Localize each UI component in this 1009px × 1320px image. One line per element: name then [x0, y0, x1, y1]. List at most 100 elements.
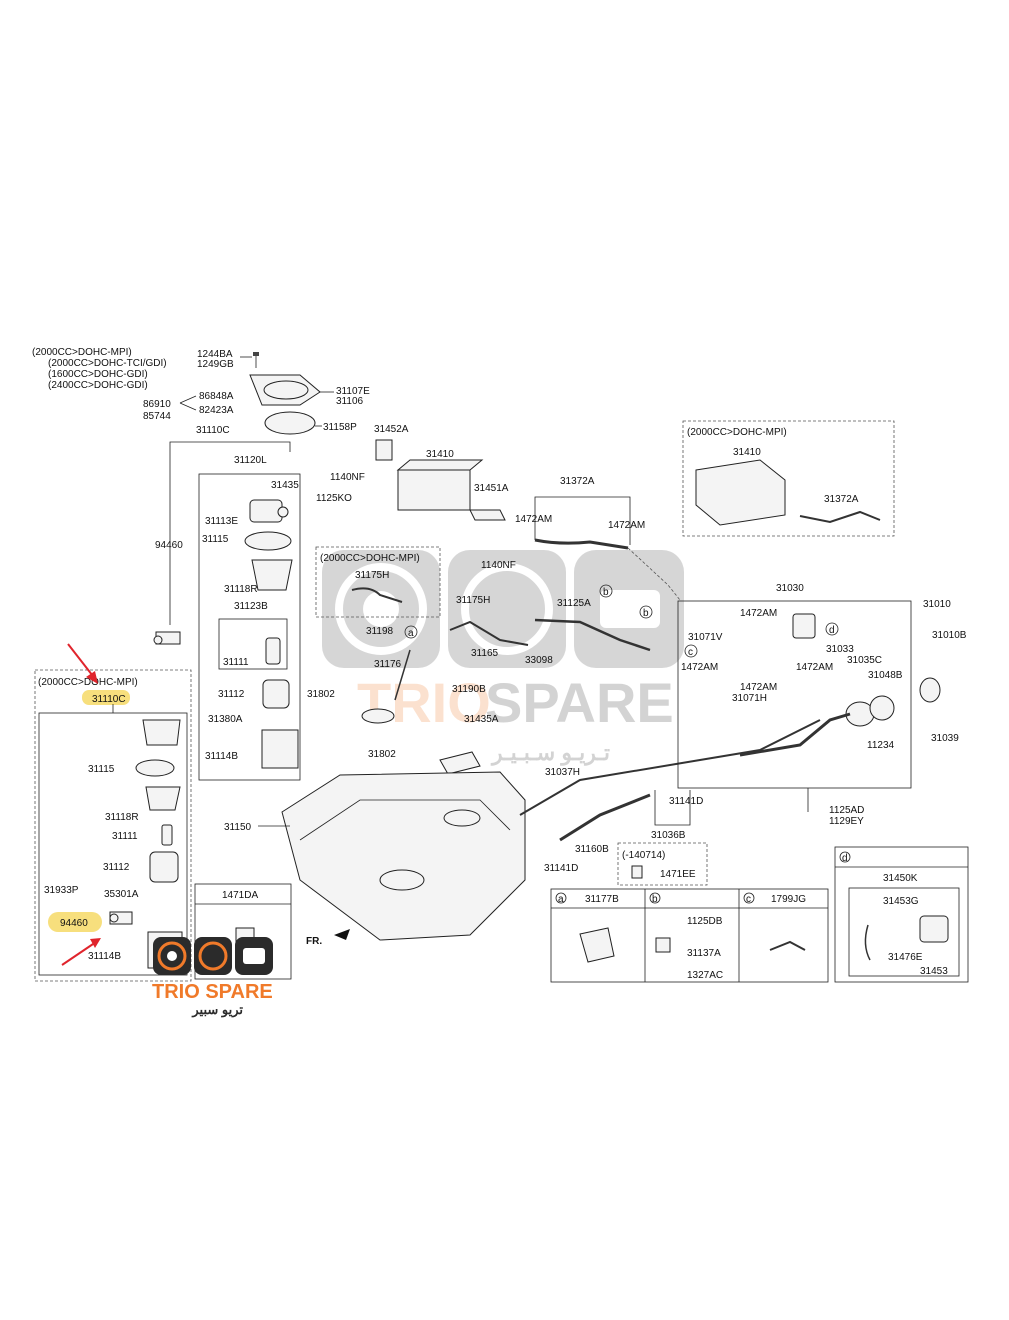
label-31118R-b: 31118R [105, 812, 139, 823]
svg-text:d: d [842, 853, 848, 864]
label-31118R-a: 31118R [224, 584, 258, 595]
callout-c: c [684, 644, 698, 658]
cover-plate-part [249, 374, 321, 406]
label-86848A: 86848A [199, 391, 234, 402]
label-1140NF-a: 1140NF [330, 472, 365, 483]
brand-arabic: تريو سبير [191, 1002, 243, 1018]
legend-d-tag: d [839, 851, 851, 864]
legend-b-tag: b [649, 892, 661, 905]
label-31141D-b: 31141D [544, 863, 578, 874]
label-1472AM-a: 1472AM [515, 514, 552, 525]
mpi-inset [34, 669, 192, 982]
label-1125KO: 1125KO [316, 493, 352, 504]
sender-plate-part [361, 708, 395, 724]
label-31112-b: 31112 [103, 862, 130, 873]
label-31410-a: 31410 [426, 449, 454, 460]
label-31158P: 31158P [323, 422, 357, 433]
front-arrow-icon [334, 929, 350, 940]
label-31071V: 31071V [688, 632, 723, 643]
label-31114B-a: 31114B [205, 751, 238, 762]
label-31176: 31176 [374, 659, 402, 670]
label-31123B: 31123B [234, 601, 268, 612]
label-31113E: 31113E [205, 516, 238, 527]
label-31120L: 31120L [234, 455, 267, 466]
label-1799JG: 1799JG [771, 894, 806, 905]
center-watermark-arabic: تـريـو سـبـيـر [490, 740, 610, 766]
callout-b-1: b [599, 584, 613, 598]
note-140714: (-140714) [622, 850, 665, 861]
label-1140NF-b: 1140NF [481, 560, 516, 571]
center-watermark-trio: TRIO [357, 671, 491, 734]
inset-pump-top-part [142, 719, 181, 746]
label-31110C-inset: 31110C [92, 694, 126, 705]
label-31198: 31198 [366, 626, 394, 637]
label-31452A: 31452A [374, 424, 409, 435]
label-31137A: 31137A [687, 948, 721, 959]
brand-logo: TRIO SPARE تريو سبير [152, 937, 273, 1018]
pump-bracket-part [251, 559, 293, 591]
label-94460-a: 94460 [155, 540, 183, 551]
label-1249GB: 1249GB [197, 359, 234, 370]
label-31190B: 31190B [452, 684, 486, 695]
o-ring-part [244, 531, 292, 551]
label-1472AM-f: 1472AM [796, 662, 833, 673]
label-1472AM-c: 1472AM [740, 608, 777, 619]
fuel-tank-part [281, 771, 526, 941]
label-1472AM-e: 1472AM [740, 682, 777, 693]
fuel-filter-part [262, 679, 290, 709]
label-31165: 31165 [471, 648, 499, 659]
label-31175H-a: 31175H [355, 570, 389, 581]
label-31112-a: 31112 [218, 689, 245, 700]
svg-text:b: b [652, 894, 658, 905]
highlight-31110C [82, 690, 130, 705]
callout-b-2: b [639, 605, 653, 619]
valve-part [792, 613, 816, 639]
svg-text:a: a [408, 628, 414, 639]
brand-name: TRIO SPARE [152, 981, 273, 1003]
label-31435A: 31435A [464, 714, 499, 725]
red-arrow-top [67, 643, 98, 684]
label-31410-b: 31410 [733, 447, 761, 458]
label-1471EE: 1471EE [660, 869, 696, 880]
label-1472AM-b: 1472AM [608, 520, 645, 531]
label-85744: 85744 [143, 411, 171, 422]
label-1327AC: 1327AC [687, 970, 723, 981]
filler-neck-group [677, 600, 912, 789]
legend-d-box [834, 846, 969, 983]
label-31453G: 31453G [883, 896, 919, 907]
label-31150: 31150 [224, 822, 252, 833]
label-31435: 31435 [271, 480, 299, 491]
variant-note-2: (2000CC>DOHC-TCI/GDI) [48, 358, 167, 369]
label-31033: 31033 [826, 644, 854, 655]
svg-text:c: c [746, 894, 751, 905]
label-86910: 86910 [143, 399, 171, 410]
label-82423A: 82423A [199, 405, 234, 416]
seal-ring-part [264, 411, 316, 435]
label-31048B: 31048B [868, 670, 903, 681]
label-31035C: 31035C [847, 655, 882, 666]
legend-table [550, 888, 829, 983]
label-31115-b: 31115 [88, 764, 115, 775]
variant-note-3: (1600CC>DOHC-GDI) [48, 369, 148, 380]
svg-text:b: b [603, 587, 609, 598]
label-94460-b: 94460 [60, 918, 88, 929]
label-31453: 31453 [920, 966, 948, 977]
label-1129EY: 1129EY [829, 816, 864, 827]
label-31177B: 31177B [585, 894, 619, 905]
callout-a: a [404, 625, 418, 639]
label-31933P: 31933P [44, 885, 79, 896]
pump-motor-part [265, 637, 281, 665]
label-31114B-b: 31114B [88, 951, 121, 962]
svg-text:a: a [558, 894, 564, 905]
bolt-icon [253, 352, 259, 368]
mpi-hose-inset [315, 546, 441, 618]
label-33098: 33098 [525, 655, 553, 666]
legend-a-tag: a [555, 892, 567, 905]
label-31037H: 31037H [545, 767, 580, 778]
label-31141D-a: 31141D [669, 796, 703, 807]
label-31802-a: 31802 [307, 689, 335, 700]
highlight-94460 [48, 912, 102, 932]
inset-note: (2000CC>DOHC-MPI) [38, 677, 138, 688]
label-31071H: 31071H [732, 693, 767, 704]
